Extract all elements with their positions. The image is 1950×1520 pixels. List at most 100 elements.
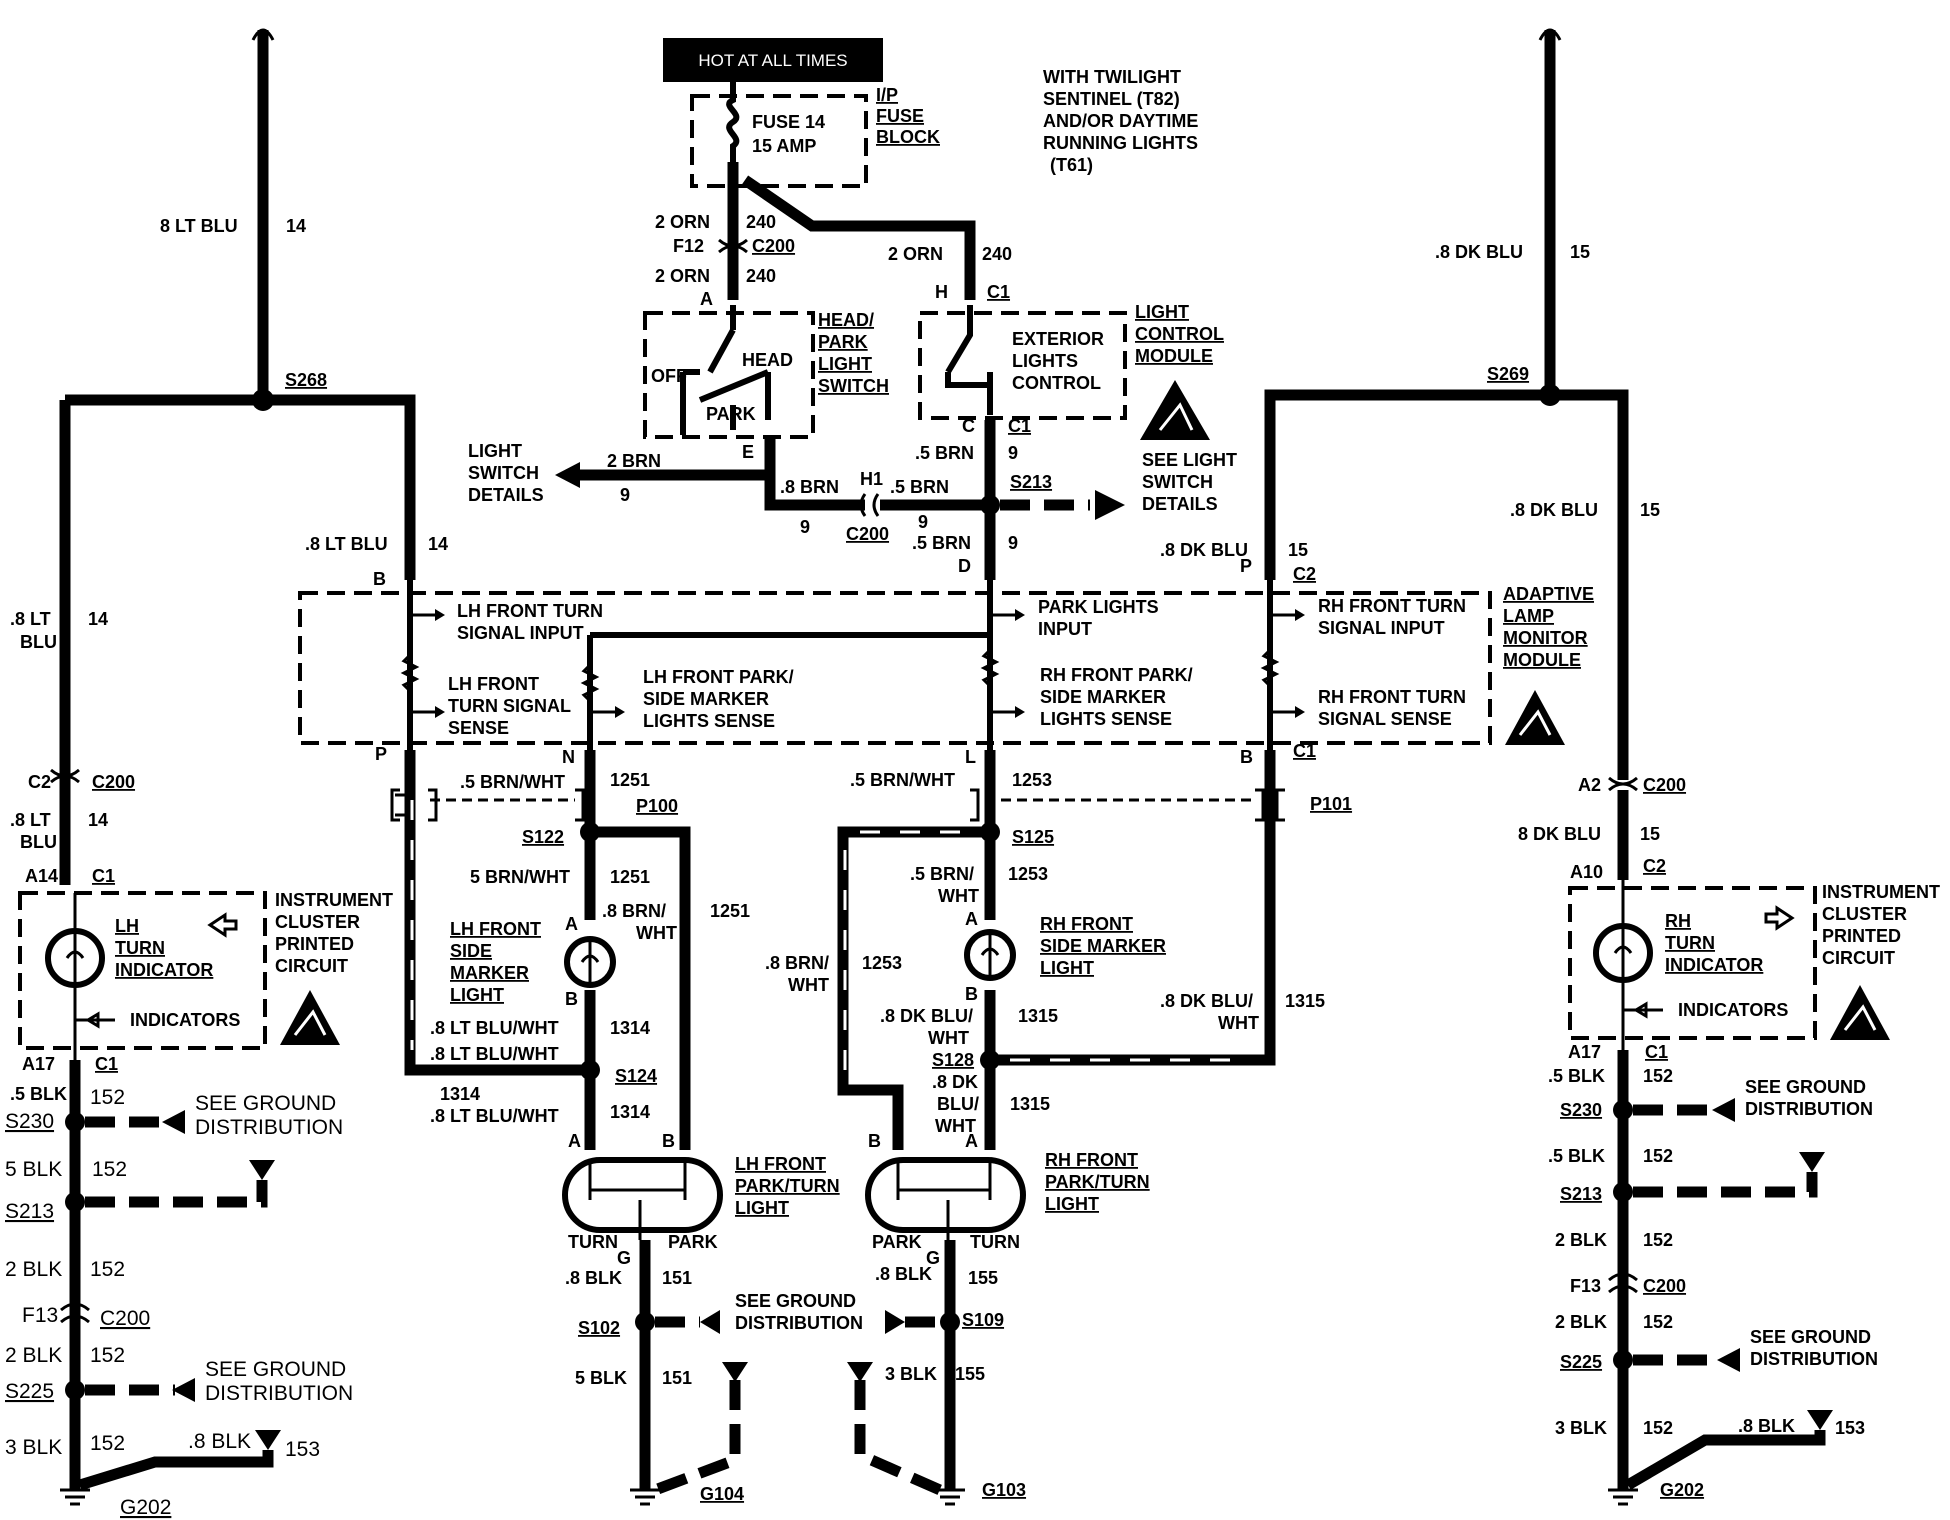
wire-lt-blu-wht-1-num: 1314: [610, 1018, 650, 1038]
splice-s124: [580, 1060, 600, 1080]
p101-brackets: [970, 788, 1285, 822]
splice-s268-label: S268: [285, 370, 327, 390]
almm-lh-turn-sense-2: TURN SIGNAL: [448, 696, 571, 716]
lh-turn-indicator-filament: [65, 893, 85, 1060]
almm-rh-turn-sense-1: RH FRONT TURN: [1318, 687, 1466, 707]
left-lt-blu-2: BLU: [20, 832, 57, 852]
connector-a2-right: [1608, 776, 1638, 792]
lh-lamp-filaments: [588, 1160, 687, 1240]
wire-brn-wht-r3a: .8 BRN/: [765, 953, 829, 973]
wire-h1-num: 9: [918, 512, 928, 532]
left-splice-s213: [65, 1192, 85, 1212]
right-blk3-color: 3 BLK: [1555, 1418, 1607, 1438]
left-s213-ground: [85, 1180, 268, 1208]
wire-brn-wht-r2a: .5 BRN/: [910, 864, 974, 884]
left-s225-arrow: [172, 1378, 195, 1402]
lcm-title-1: LIGHT: [1135, 302, 1189, 322]
wire-brn2-color: 2 BRN: [607, 451, 661, 471]
light-details-left-2: SWITCH: [468, 463, 539, 483]
arrow-right: [1095, 490, 1125, 520]
wire-brn-d-num: 9: [1008, 533, 1018, 553]
lh-cluster-3: PRINTED: [275, 934, 354, 954]
wire-brn-wht-2-num: 1251: [610, 867, 650, 887]
left-splice-s225: [65, 1380, 85, 1400]
left-blk2-num: 152: [90, 1258, 125, 1281]
wire-lt-blu-top-num: 14: [286, 216, 306, 236]
wire-151-ground-dash: [653, 1380, 741, 1496]
rh-marker-conn-b: B: [965, 984, 978, 1004]
right-s230: S230: [1560, 1100, 1602, 1120]
wire-lt-blu-left-3: 14: [88, 609, 108, 629]
lh-park-turn-2: PARK/TURN: [735, 1176, 840, 1196]
wire-orn2-num: 240: [746, 266, 776, 286]
s102-ground-2: DISTRIBUTION: [735, 1313, 863, 1333]
splice-s128-label: S128: [932, 1050, 974, 1070]
s102-ground-arrow: [700, 1310, 720, 1334]
rh-cluster-3: PRINTED: [1822, 926, 1901, 946]
rh-park-turn-3: LIGHT: [1045, 1194, 1099, 1214]
conn-b-lower: B: [1240, 747, 1253, 767]
wire-1314-outer-dash: [410, 800, 570, 1052]
wire-h1-color: .5 BRN: [890, 477, 949, 497]
rh-side-marker-filament: [980, 935, 1000, 975]
right-blk3-num: 152: [1643, 1418, 1673, 1438]
conn-a-switch: A: [700, 289, 713, 309]
conn-h1: H1: [860, 469, 883, 489]
wire-dk-blu3-c: WHT: [935, 1116, 976, 1136]
svg-text:SENTINEL (T82): SENTINEL (T82): [1043, 89, 1180, 109]
rh-indicator-3: INDICATOR: [1665, 955, 1763, 975]
left-c200b: C200: [100, 1307, 150, 1330]
switch-park-label: PARK: [706, 404, 756, 424]
light-details-right-2: SWITCH: [1142, 472, 1213, 492]
lcm-inner-1: EXTERIOR: [1012, 329, 1104, 349]
wire-orn2-color: 2 ORN: [655, 266, 710, 286]
right-blk152-color: .5 BLK: [1548, 1066, 1605, 1086]
right-blk8-num: 153: [1835, 1418, 1865, 1438]
wire-dk-blu-top-num: 15: [1570, 242, 1590, 262]
esd-icon: [1140, 380, 1210, 440]
adaptive-lamp-monitor-box: [298, 591, 1492, 745]
splice-s128: [980, 1050, 1000, 1070]
wire-orn-right: [741, 175, 976, 300]
connector-c200-mid: C200: [846, 524, 889, 544]
left-g202: G202: [120, 1496, 171, 1519]
wire-blk151-num: 151: [662, 1268, 692, 1288]
splice-s109-label: S109: [962, 1310, 1004, 1330]
wire-dk-blu-p-num: 15: [1288, 540, 1308, 560]
lh-indicator-1: LH: [115, 916, 139, 936]
rh-cluster-4: CIRCUIT: [1822, 948, 1895, 968]
right-blk5-num: 152: [1643, 1146, 1673, 1166]
splice-s268: [252, 389, 274, 411]
right-splice-s213: [1613, 1182, 1633, 1202]
wire-brn-wht-r2-num: 1253: [1008, 864, 1048, 884]
wire-dk-blu-wht-r-b: WHT: [1218, 1013, 1259, 1033]
switch-title-4: SWITCH: [818, 376, 889, 396]
switch-title-3: LIGHT: [818, 354, 872, 374]
conn-d: D: [958, 556, 971, 576]
right-dk-blu-num: 15: [1640, 824, 1660, 844]
left-blk5-num: 152: [92, 1158, 127, 1181]
splice-s213-top: [980, 495, 1000, 515]
rh-lamp-conn-b: B: [868, 1131, 881, 1151]
wire-1251-loop: [590, 826, 691, 1150]
lh-lamp-turn: TURN: [568, 1232, 618, 1252]
right-arrow-icon: [1764, 905, 1795, 931]
almm-lh-park-sense-2: SIDE MARKER: [643, 689, 769, 709]
rh-marker-2: SIDE MARKER: [1040, 936, 1166, 956]
conn-p-top: P: [1240, 556, 1252, 576]
right-blk152-num: 152: [1643, 1066, 1673, 1086]
svg-text:HOT AT ALL TIMES: HOT AT ALL TIMES: [698, 51, 847, 70]
connector-c200-top: C200: [752, 236, 795, 256]
lh-indicator-2: TURN: [115, 938, 165, 958]
right-blk8-color: .8 BLK: [1738, 1416, 1795, 1436]
wire-dk-blu-right-num: 15: [1640, 500, 1660, 520]
lh-lamp-conn-b: B: [662, 1131, 675, 1151]
left-a14: A14: [25, 866, 58, 886]
wire-1253-loop-dash: [843, 830, 980, 1080]
wire-dk-blu3-b: BLU/: [937, 1094, 979, 1114]
splice-s125: [980, 822, 1000, 842]
conn-e: E: [742, 442, 754, 462]
rh-lamp-turn: TURN: [970, 1232, 1020, 1252]
almm-rh-park-sense-2: SIDE MARKER: [1040, 687, 1166, 707]
rh-indicators: INDICATORS: [1678, 1000, 1788, 1020]
